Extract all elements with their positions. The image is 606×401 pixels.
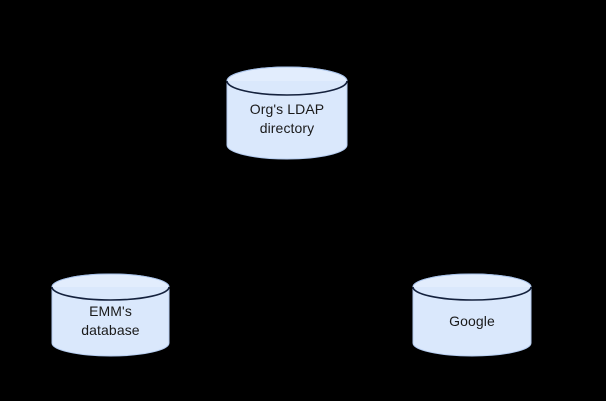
database-node-emm[interactable]: EMM's database (51, 273, 170, 357)
database-cylinder-icon (226, 66, 348, 160)
database-node-google[interactable]: Google (412, 273, 532, 357)
database-cylinder-icon (412, 273, 532, 357)
database-cylinder-icon (51, 273, 170, 357)
database-node-ldap[interactable]: Org's LDAP directory (226, 66, 348, 160)
